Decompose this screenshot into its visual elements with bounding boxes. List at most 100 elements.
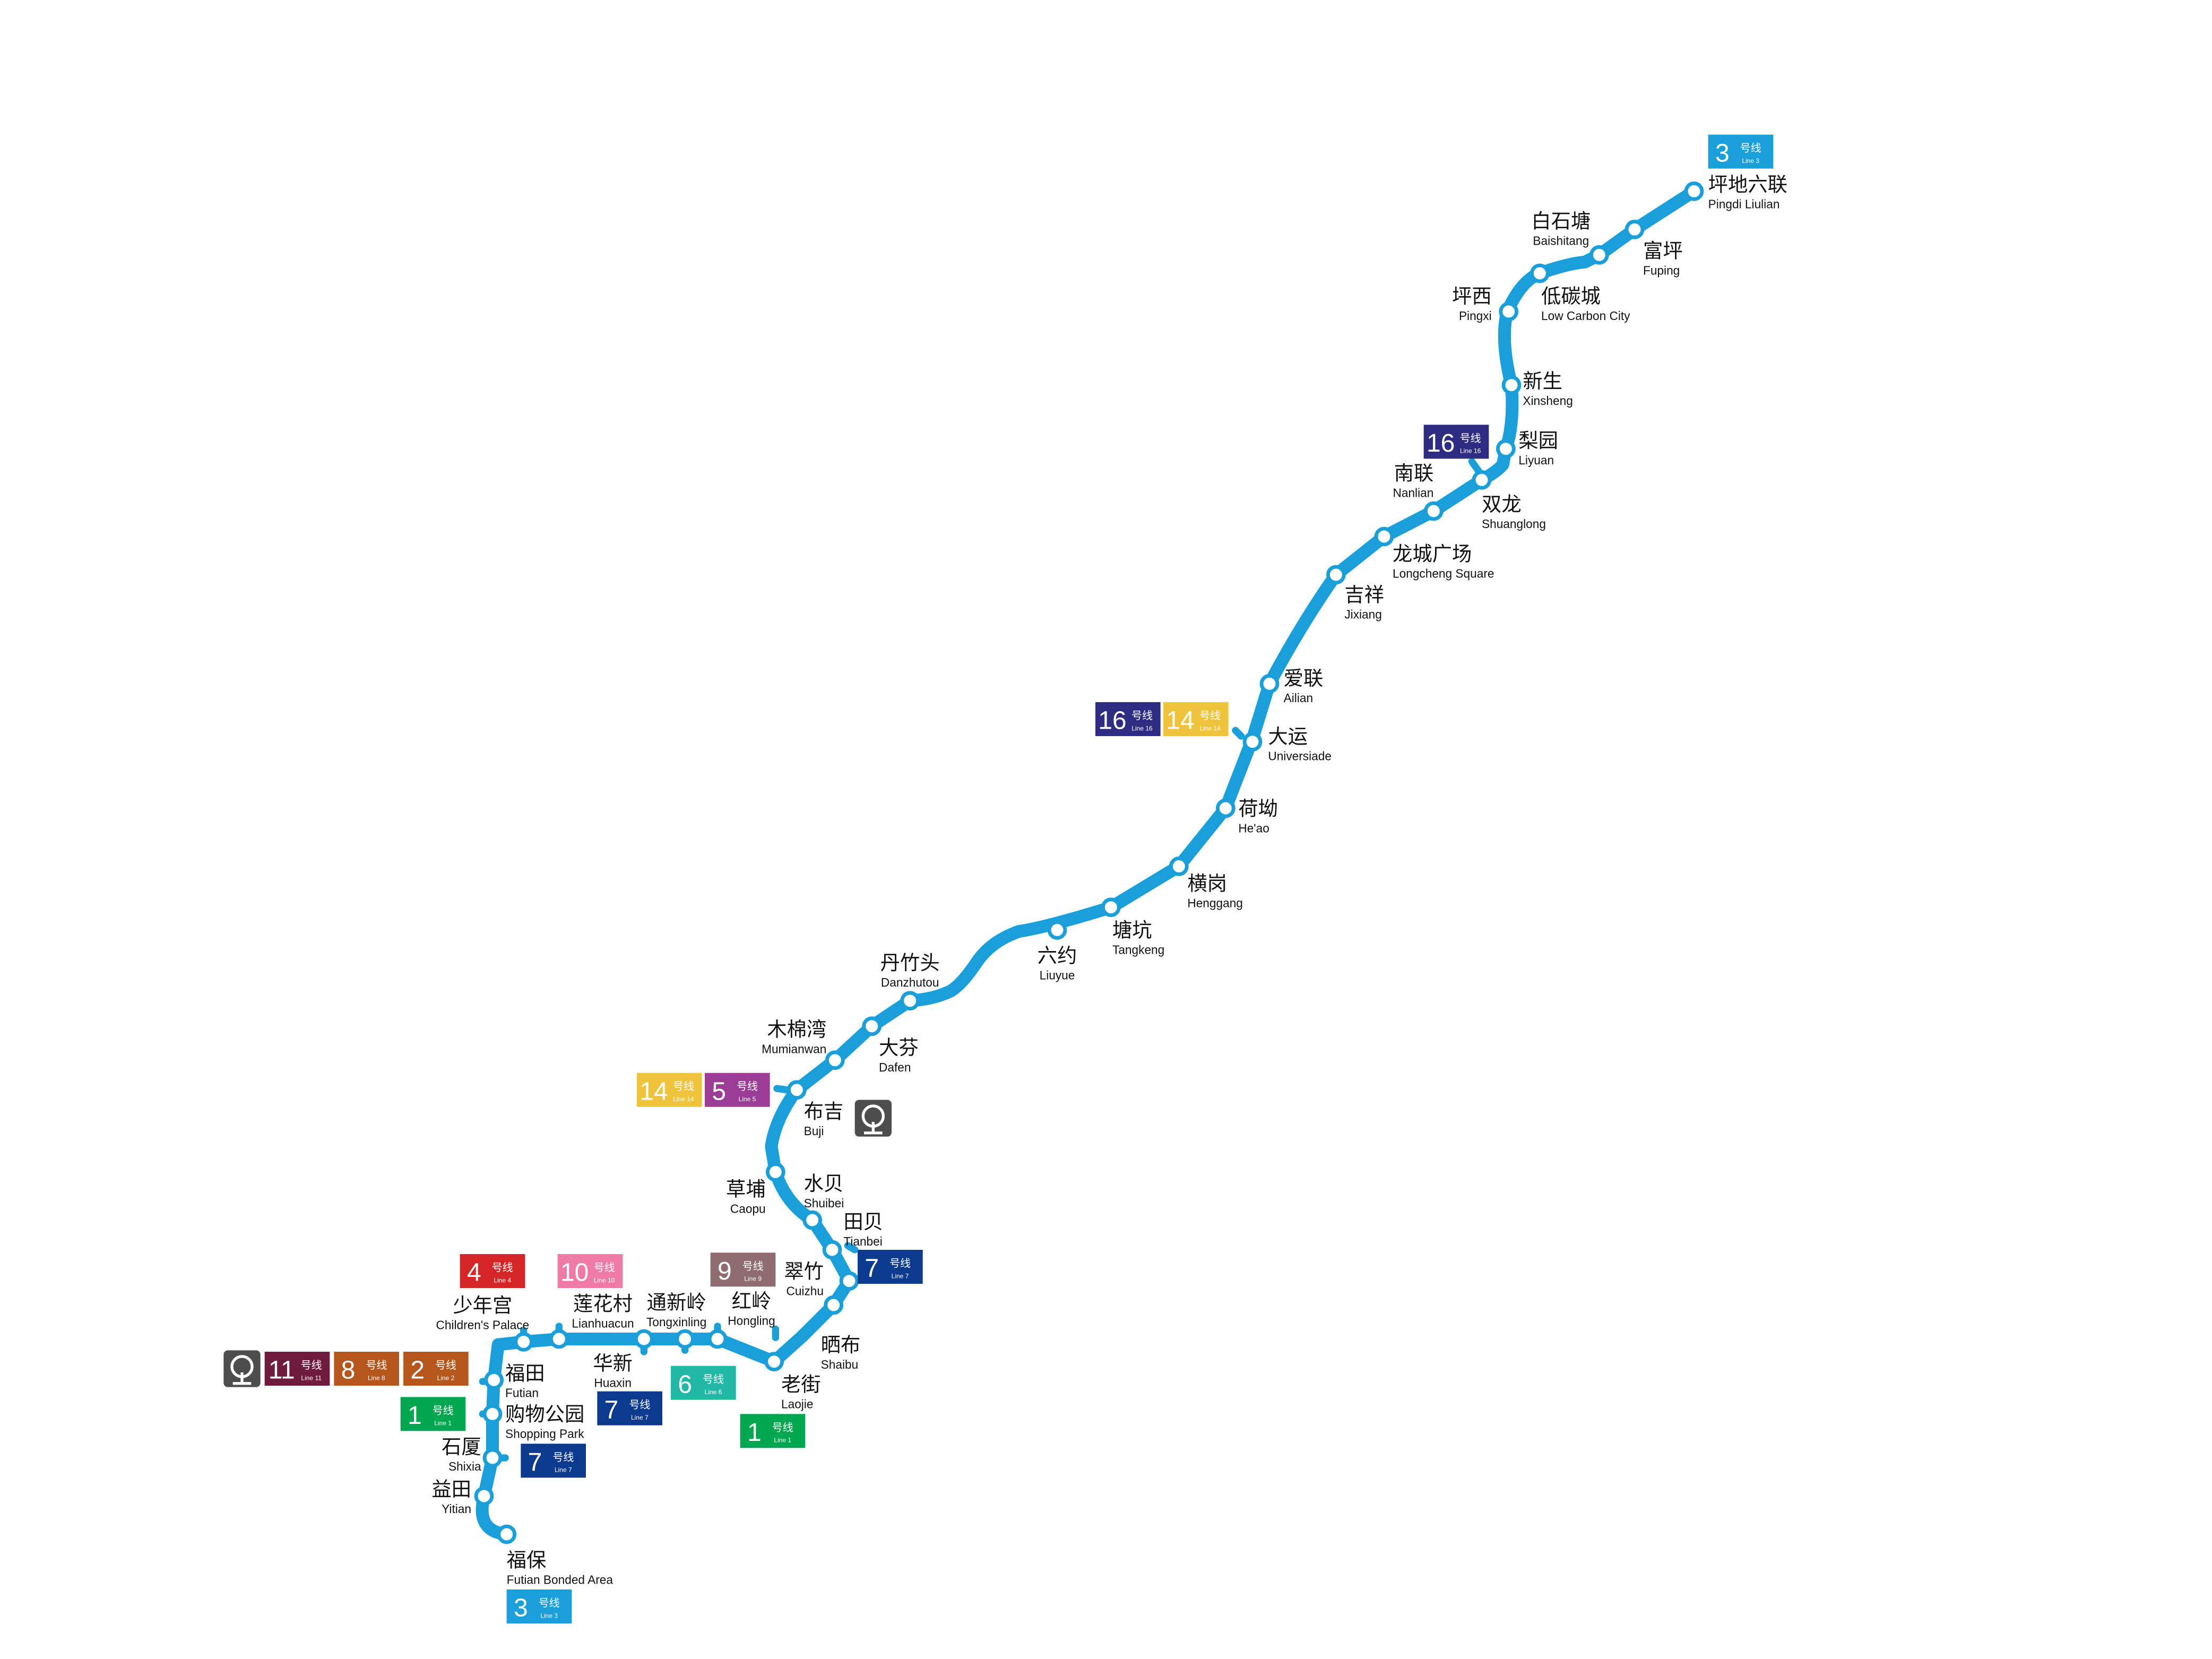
station-dot[interactable] [482, 1404, 503, 1424]
station-dot[interactable] [764, 1352, 784, 1372]
station-dot[interactable] [1423, 501, 1444, 521]
station-dot[interactable] [1259, 673, 1280, 694]
station-dot[interactable] [1242, 732, 1263, 752]
station-dot[interactable] [634, 1329, 654, 1349]
station-dot[interactable] [802, 1210, 823, 1230]
badge-text-zh: 号线 [1199, 709, 1221, 722]
station-dot[interactable] [1215, 798, 1235, 818]
station-dot[interactable] [1101, 897, 1121, 918]
station-dot[interactable] [1374, 526, 1394, 547]
station-name-zh: 丹竹头 [880, 951, 940, 974]
station-dot[interactable] [707, 1329, 728, 1349]
station-dot[interactable] [482, 1448, 503, 1468]
badge-line-number: 10 [560, 1259, 589, 1287]
station-dot[interactable] [1047, 920, 1067, 940]
station-name-zh: 福保 [507, 1548, 547, 1571]
station-dot[interactable] [824, 1295, 844, 1315]
station-dot[interactable] [822, 1240, 842, 1260]
station-dot[interactable] [1326, 565, 1346, 585]
station-dot[interactable] [1589, 245, 1609, 265]
station-dot[interactable] [862, 1016, 882, 1036]
station-dot[interactable] [765, 1162, 785, 1182]
station-dot[interactable] [1501, 375, 1522, 395]
station-dot[interactable] [825, 1050, 845, 1070]
station-dot[interactable] [1496, 439, 1516, 459]
station-dot[interactable] [1169, 856, 1189, 876]
station-dot[interactable] [497, 1524, 517, 1544]
station-dot[interactable] [1472, 470, 1492, 490]
station-dot[interactable] [1499, 301, 1519, 322]
station-dot[interactable] [675, 1329, 695, 1349]
station-dot[interactable] [549, 1329, 569, 1349]
station-dot[interactable] [1625, 219, 1645, 239]
railway-station-icon [223, 1350, 261, 1387]
station-dot[interactable] [787, 1080, 807, 1100]
station-dot[interactable] [484, 1370, 504, 1390]
badge-background [740, 1414, 806, 1448]
station-dot[interactable] [1530, 263, 1550, 283]
station-dot[interactable] [474, 1486, 494, 1506]
station-dot[interactable] [839, 1271, 859, 1291]
badge-background [1095, 702, 1161, 736]
station-dot[interactable] [514, 1332, 534, 1352]
station-dot[interactable] [1684, 181, 1704, 201]
station-dot[interactable] [900, 991, 920, 1011]
